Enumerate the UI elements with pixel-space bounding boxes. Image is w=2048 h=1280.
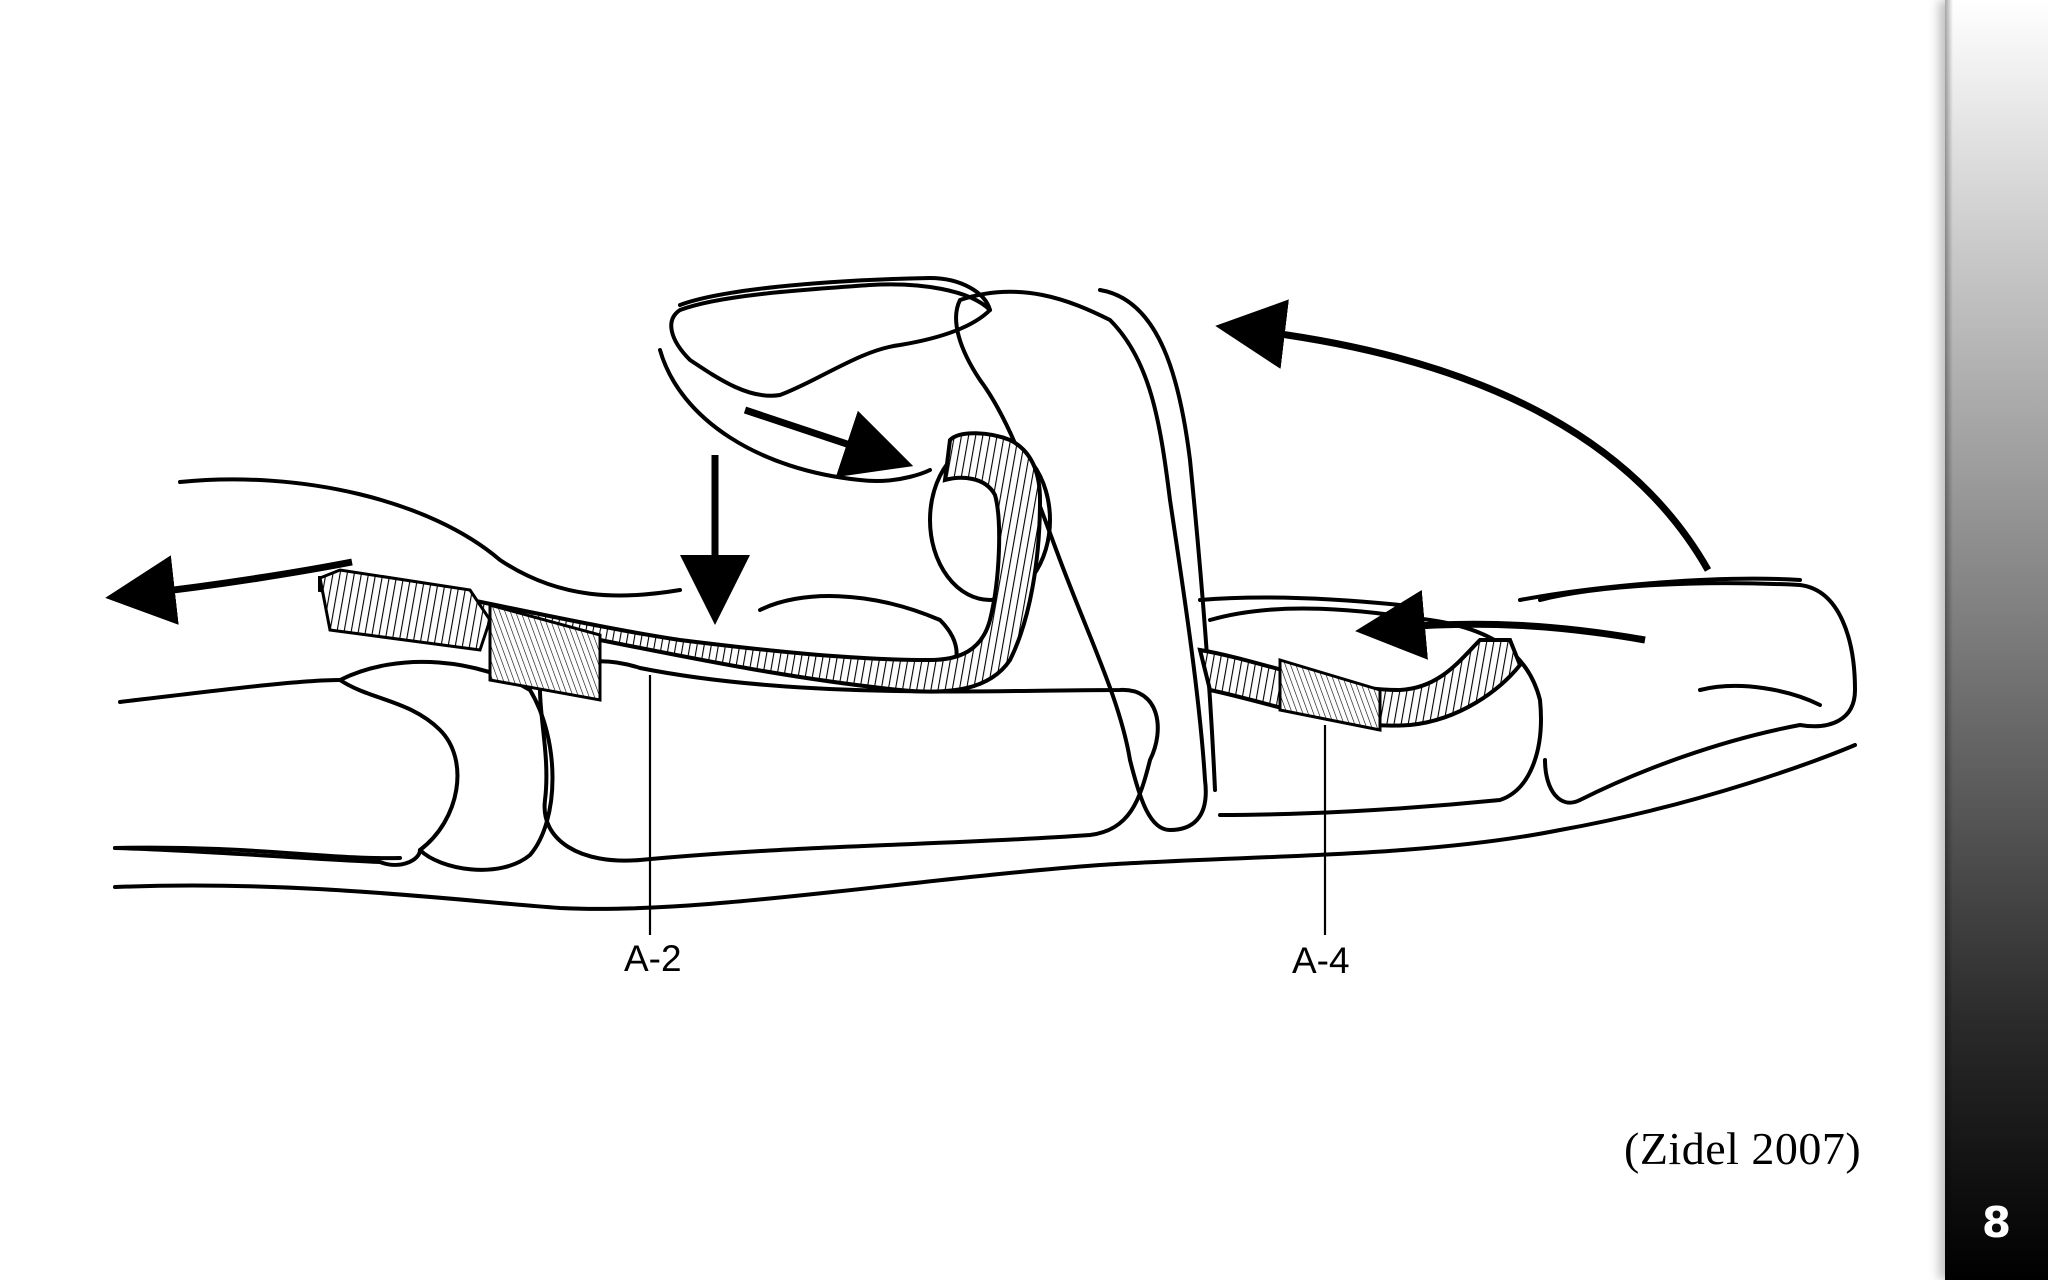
arrow-tendon-into-finger (743, 406, 914, 478)
arrow-flexion-arc (1215, 299, 1712, 572)
metacarpal-head (338, 659, 555, 872)
a2-pulley (488, 603, 602, 702)
nail-extended (1518, 576, 1802, 602)
finger-volar-outline (113, 743, 1857, 911)
middle-phalanx-extended (1208, 606, 1543, 817)
a4-pulley (1278, 657, 1382, 732)
a4-pulley-label: A-4 (1292, 940, 1350, 981)
arrow-tendon-pull-left (105, 555, 353, 625)
arrow-distal-tendon-pull (1355, 590, 1646, 660)
metacarpal-lower (113, 846, 422, 867)
palm-skin-outline (178, 477, 682, 598)
fingernail (678, 276, 992, 312)
middle-phalanx (954, 289, 1208, 832)
flexor-tendon-sheath (318, 568, 492, 652)
metacarpal-shaft (118, 678, 342, 704)
fingertip-pad (658, 348, 932, 483)
slide-side-bar (1945, 0, 2048, 1280)
finger-tendon-pulley-diagram (105, 276, 1857, 935)
fingertip-extended (1698, 684, 1822, 707)
slide-number: 8 (1981, 1198, 2012, 1247)
a2-pulley-label: A-2 (624, 938, 682, 979)
pip-volar-pad (758, 594, 959, 672)
citation: (Zidel 2007) (1624, 1123, 1862, 1174)
distal-phalanx (669, 282, 992, 398)
dorsal-skin-right (1198, 595, 1402, 607)
proximal-phalanx (538, 659, 1160, 863)
flexor-tendon (318, 431, 1043, 694)
distal-phalanx-extended (1538, 581, 1857, 805)
middle-phalanx-dorsal (1098, 288, 1217, 792)
finger-inner-line (113, 845, 402, 861)
